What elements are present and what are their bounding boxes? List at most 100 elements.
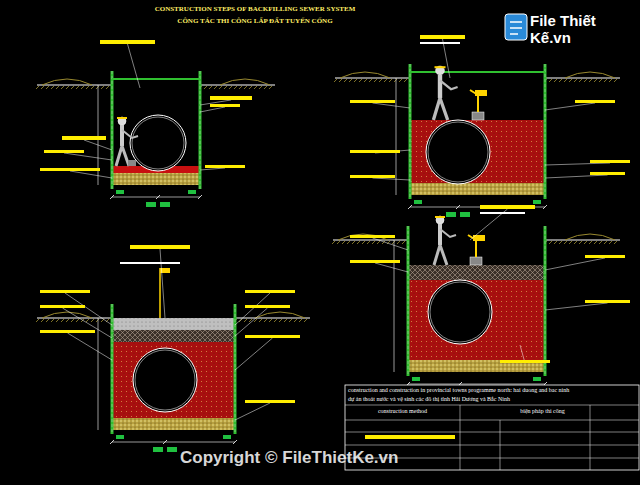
sewer-pipe [426,120,490,184]
callout-text-bar [350,175,395,178]
sheet-pile [544,64,547,199]
sheet-pile-line [200,71,201,189]
callout-text-bar [420,35,465,39]
callout-text-bar [210,104,240,107]
title-block-rule [460,405,461,470]
ground-hatch [219,86,222,89]
callout-text-bar [590,172,625,175]
logo-icon [505,14,527,40]
ground-hatch [56,86,59,89]
callout-text-bar [590,160,630,163]
leader-line [65,293,112,325]
dimension-tick [233,440,237,444]
strut [410,71,545,73]
ground-hatch [294,319,297,322]
compactor-engine [475,90,487,96]
sheet-pile-line [545,64,546,199]
ground-hatch [614,241,617,244]
ground-hatch [46,86,49,89]
heading-underline [420,42,460,44]
ground-hatch [374,79,377,82]
ground-hatch [589,241,592,244]
worker-arms [122,130,138,138]
dimension-tick [456,205,460,209]
ground-hatch [254,86,257,89]
dimension-mark [533,377,541,381]
worker-legs [433,98,447,120]
ground-hatch [354,79,357,82]
title-block-rule [345,405,639,406]
leader-line [373,178,411,180]
ground-hatch [574,79,577,82]
ground-hatch [349,79,352,82]
ground-line [545,78,620,79]
ground-hatch [584,241,587,244]
sheet-pile-line [408,226,409,376]
gravel-base [112,418,235,430]
dimension-mark [460,212,470,217]
callout-text-bar [40,305,85,308]
compactor-plate [470,257,482,265]
worker-legs [116,146,129,166]
sheet-pile-line [112,304,113,434]
dimension-mark [188,190,196,194]
callout-text-bar [245,335,300,338]
drawing-subtitle: CÔNG TÁC THI CÔNG LẤP ĐẤT TUYẾN CỐNG [150,17,360,25]
heading-underline [480,212,525,214]
ground-hatch [594,79,597,82]
title-block-text: construction and construction in provinc… [348,387,638,394]
ground-hatch [584,79,587,82]
ground-hatch [604,241,607,244]
ground-hatch [61,86,64,89]
dimension-mark [116,190,124,194]
sewer-pipe [130,115,186,171]
ground-hatch [264,86,267,89]
ground-hatch [101,86,104,89]
ground-hatch [209,86,212,89]
leader-line [235,338,273,370]
ground-hatch [599,79,602,82]
ground-hatch [204,86,207,89]
title-block-rule [345,432,639,433]
spoil-mound [565,72,615,78]
ground-hatch [91,86,94,89]
ground-hatch [249,86,252,89]
dimension-tick [163,440,167,444]
ground-hatch [564,79,567,82]
leader-line [375,263,408,272]
spoil-mound [42,312,92,318]
ground-hatch [549,79,552,82]
pipe-inner [430,282,490,342]
ground-hatch [244,319,247,322]
ground-hatch [229,86,232,89]
dimension-mark [167,447,177,452]
callout-text-bar [585,300,630,303]
ground-hatch [239,319,242,322]
dimension-mark [414,200,422,204]
ground-hatch [352,241,355,244]
ground-line [37,85,112,86]
ground-hatch [609,79,612,82]
worker-head [436,216,444,224]
ground-hatch [244,86,247,89]
ground-hatch [604,79,607,82]
ground-hatch [574,241,577,244]
ground-hatch [289,319,292,322]
ground-hatch [559,79,562,82]
spoil-mound [42,79,92,85]
sheet-pile-line [545,226,546,376]
ground-hatch [372,241,375,244]
callout-text-bar [40,168,100,171]
sheet-pile [407,226,410,376]
leader-line [235,308,268,336]
sheet-pile [199,71,202,189]
callout-text-bar [205,165,245,168]
spoil-mound [565,234,615,240]
ground-hatch [106,319,109,322]
ground-hatch [86,86,89,89]
worker-figure [433,66,457,120]
spoil-mound [255,312,305,318]
compactor [470,90,487,120]
callout-text-bar [245,400,295,403]
callout-text-bar [210,96,252,100]
